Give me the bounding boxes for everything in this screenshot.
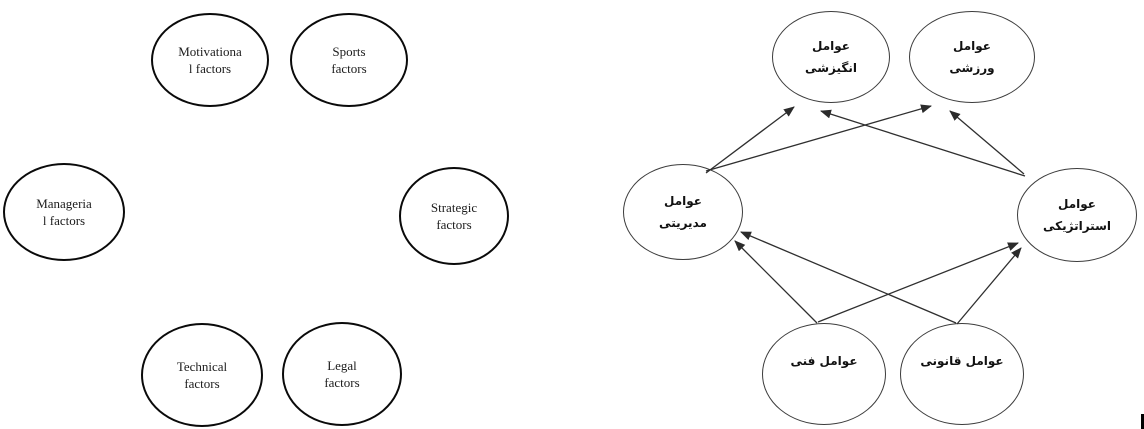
node-managerial-factors: Manageria l factors xyxy=(3,163,125,261)
node-motivational-factors-label: Motivationa l factors xyxy=(178,44,242,76)
edge-technical-to-managerial xyxy=(734,240,818,324)
node-strategic-factors-fa: عوامل استراتژیکی xyxy=(1017,168,1137,262)
node-legal-factors-fa-label: عوامل قانونی xyxy=(920,354,1004,368)
edge-legal-to-managerial xyxy=(740,231,957,324)
node-managerial-factors-fa-label: عوامل مدیریتی xyxy=(659,194,707,230)
edge-managerial-to-motivational xyxy=(705,106,795,174)
edge-legal-to-strategic xyxy=(956,247,1022,325)
node-technical-factors: Technical factors xyxy=(141,323,263,427)
node-sports-factors-fa-label: عوامل ورزشی xyxy=(949,39,995,75)
node-sports-factors-fa: عوامل ورزشی xyxy=(909,11,1035,103)
text-cursor-mark xyxy=(1141,414,1144,429)
node-legal-factors-label: Legal factors xyxy=(324,358,360,390)
node-strategic-factors-fa-label: عوامل استراتژیکی xyxy=(1043,197,1111,233)
node-technical-factors-fa-label: عوامل فنی xyxy=(790,354,858,368)
node-managerial-factors-fa: عوامل مدیریتی xyxy=(623,164,743,260)
node-technical-factors-fa: عوامل فنی xyxy=(762,323,886,425)
edge-strategic-to-sports xyxy=(949,110,1025,175)
node-managerial-factors-label: Manageria l factors xyxy=(36,196,92,228)
node-motivational-factors: Motivationa l factors xyxy=(151,13,269,107)
edge-managerial-to-sports xyxy=(705,104,932,172)
edge-technical-to-strategic xyxy=(817,242,1019,323)
node-motivational-factors-fa-label: عوامل انگیزشی xyxy=(805,39,857,75)
node-technical-factors-label: Technical factors xyxy=(176,359,228,391)
node-legal-factors: Legal factors xyxy=(282,322,402,426)
node-strategic-factors: Strategic factors xyxy=(399,167,509,265)
node-motivational-factors-fa: عوامل انگیزشی xyxy=(772,11,890,103)
node-legal-factors-fa: عوامل قانونی xyxy=(900,323,1024,425)
node-sports-factors: Sports factors xyxy=(290,13,408,107)
edge-strategic-to-motivational xyxy=(820,109,1026,177)
node-sports-factors-label: Sports factors xyxy=(331,44,367,76)
node-strategic-factors-label: Strategic factors xyxy=(430,200,478,232)
